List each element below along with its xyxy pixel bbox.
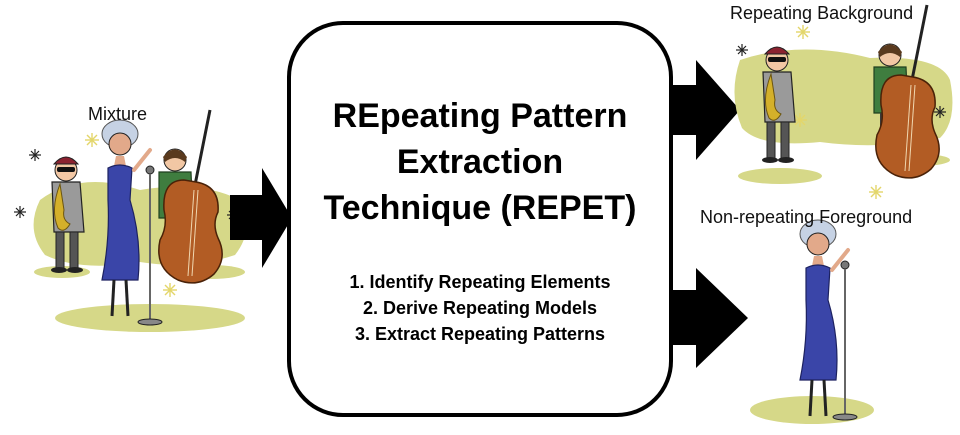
repet-technique-box: REpeating Pattern Extraction Technique (…	[287, 21, 673, 417]
foreground-output-arrow	[668, 268, 748, 368]
title-line: Extraction	[396, 143, 564, 181]
non-repeating-foreground-label: Non-repeating Foreground	[700, 207, 913, 227]
step-item: 3. Extract Repeating Patterns	[354, 324, 606, 344]
mixture-illustration	[13, 108, 247, 332]
background-illustration	[734, 3, 953, 200]
input-arrow	[230, 168, 292, 268]
technique-title: REpeating Pattern Extraction Technique (…	[291, 93, 669, 231]
step-item: 1. Identify Repeating Elements	[349, 272, 611, 292]
technique-steps: 1. Identify Repeating Elements 2. Derive…	[291, 269, 669, 347]
repeating-background-label: Repeating Background	[730, 3, 914, 23]
step-item: 2. Derive Repeating Models	[362, 298, 598, 318]
foreground-illustration	[750, 218, 874, 424]
title-line: Technique (REPET)	[323, 189, 637, 227]
background-output-arrow	[668, 60, 740, 160]
title-line: REpeating Pattern	[332, 97, 628, 135]
mixture-label: Mixture	[88, 104, 148, 124]
